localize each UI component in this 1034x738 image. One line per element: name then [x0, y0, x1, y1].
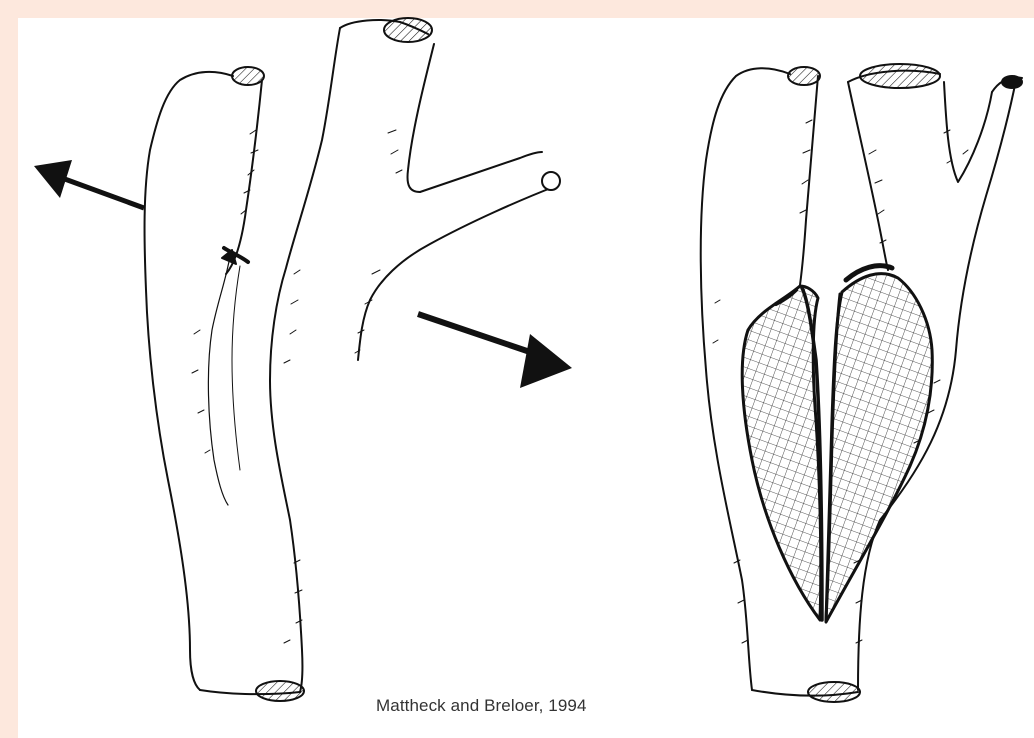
intact-forked-branch: [145, 18, 560, 701]
transition-arrow: [418, 314, 572, 388]
pull-left-arrow: [34, 160, 144, 208]
figure-credit: Mattheck and Breloer, 1994: [376, 696, 587, 716]
split-forked-branch: [701, 64, 1022, 702]
